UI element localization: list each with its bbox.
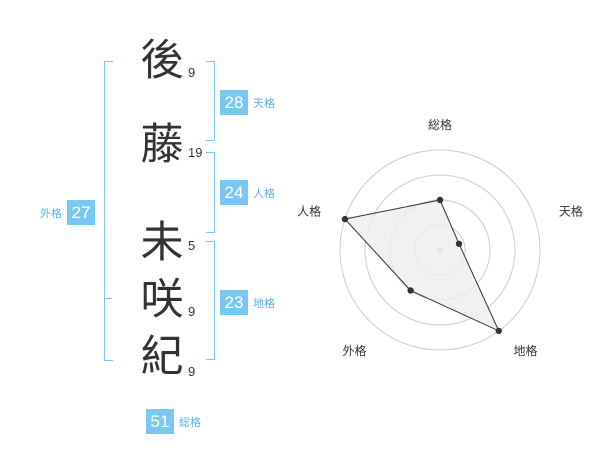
gaikaku-value: 27 <box>67 200 95 225</box>
soukaku-label: 総格 <box>179 415 201 429</box>
radar-point-5 <box>341 215 349 223</box>
jinkaku-value: 24 <box>220 180 248 205</box>
jinkaku-badge: 24 人格 <box>220 180 275 205</box>
stroke-count-3: 5 <box>188 238 196 253</box>
tenkaku-label: 天格 <box>253 96 275 110</box>
stroke-count-2: 19 <box>188 145 203 160</box>
gaikaku-bracket <box>104 61 113 361</box>
chikaku-value: 23 <box>220 290 248 315</box>
name-char-1: 後 <box>140 36 184 86</box>
gaikaku-badge: 外格 27 <box>40 200 95 225</box>
radar-ring-3 <box>364 174 516 326</box>
name-char-2: 藤 <box>140 120 184 170</box>
stroke-count-4: 9 <box>188 304 196 319</box>
gaikaku-bracket-tick <box>104 298 112 299</box>
chikaku-badge: 23 地格 <box>220 290 275 315</box>
stroke-count-5: 9 <box>188 364 196 379</box>
radar-ring-4 <box>339 149 541 351</box>
jinkaku-label: 人格 <box>253 186 275 200</box>
chikaku-label: 地格 <box>253 296 275 310</box>
tenkaku-value: 28 <box>220 90 248 115</box>
radar-point-4 <box>407 287 414 294</box>
radar-point-3 <box>495 327 502 335</box>
radar-axis-label-4: 外格 <box>342 343 366 358</box>
tenkaku-badge: 28 天格 <box>220 90 275 115</box>
chikaku-bracket <box>206 241 215 360</box>
tenkaku-bracket <box>206 61 215 141</box>
soukaku-value: 51 <box>146 409 174 434</box>
radar-point-1 <box>436 196 444 204</box>
radar-axis-label-3: 地格 <box>514 343 538 358</box>
radar-point-2 <box>455 240 463 248</box>
name-char-3: 未 <box>140 218 184 268</box>
gaikaku-label: 外格 <box>40 206 62 220</box>
radar-polygon <box>343 199 500 332</box>
stroke-count-1: 9 <box>188 65 196 80</box>
name-char-5: 紀 <box>140 332 184 382</box>
soukaku-badge: 51 総格 <box>146 409 201 434</box>
jinkaku-bracket <box>206 152 215 233</box>
radar-axis-label-1: 総格 <box>428 117 452 132</box>
name-char-4: 咲 <box>140 275 184 325</box>
radar-axis-label-5: 人格 <box>297 203 321 218</box>
radar-axis-label-2: 天格 <box>559 203 583 218</box>
